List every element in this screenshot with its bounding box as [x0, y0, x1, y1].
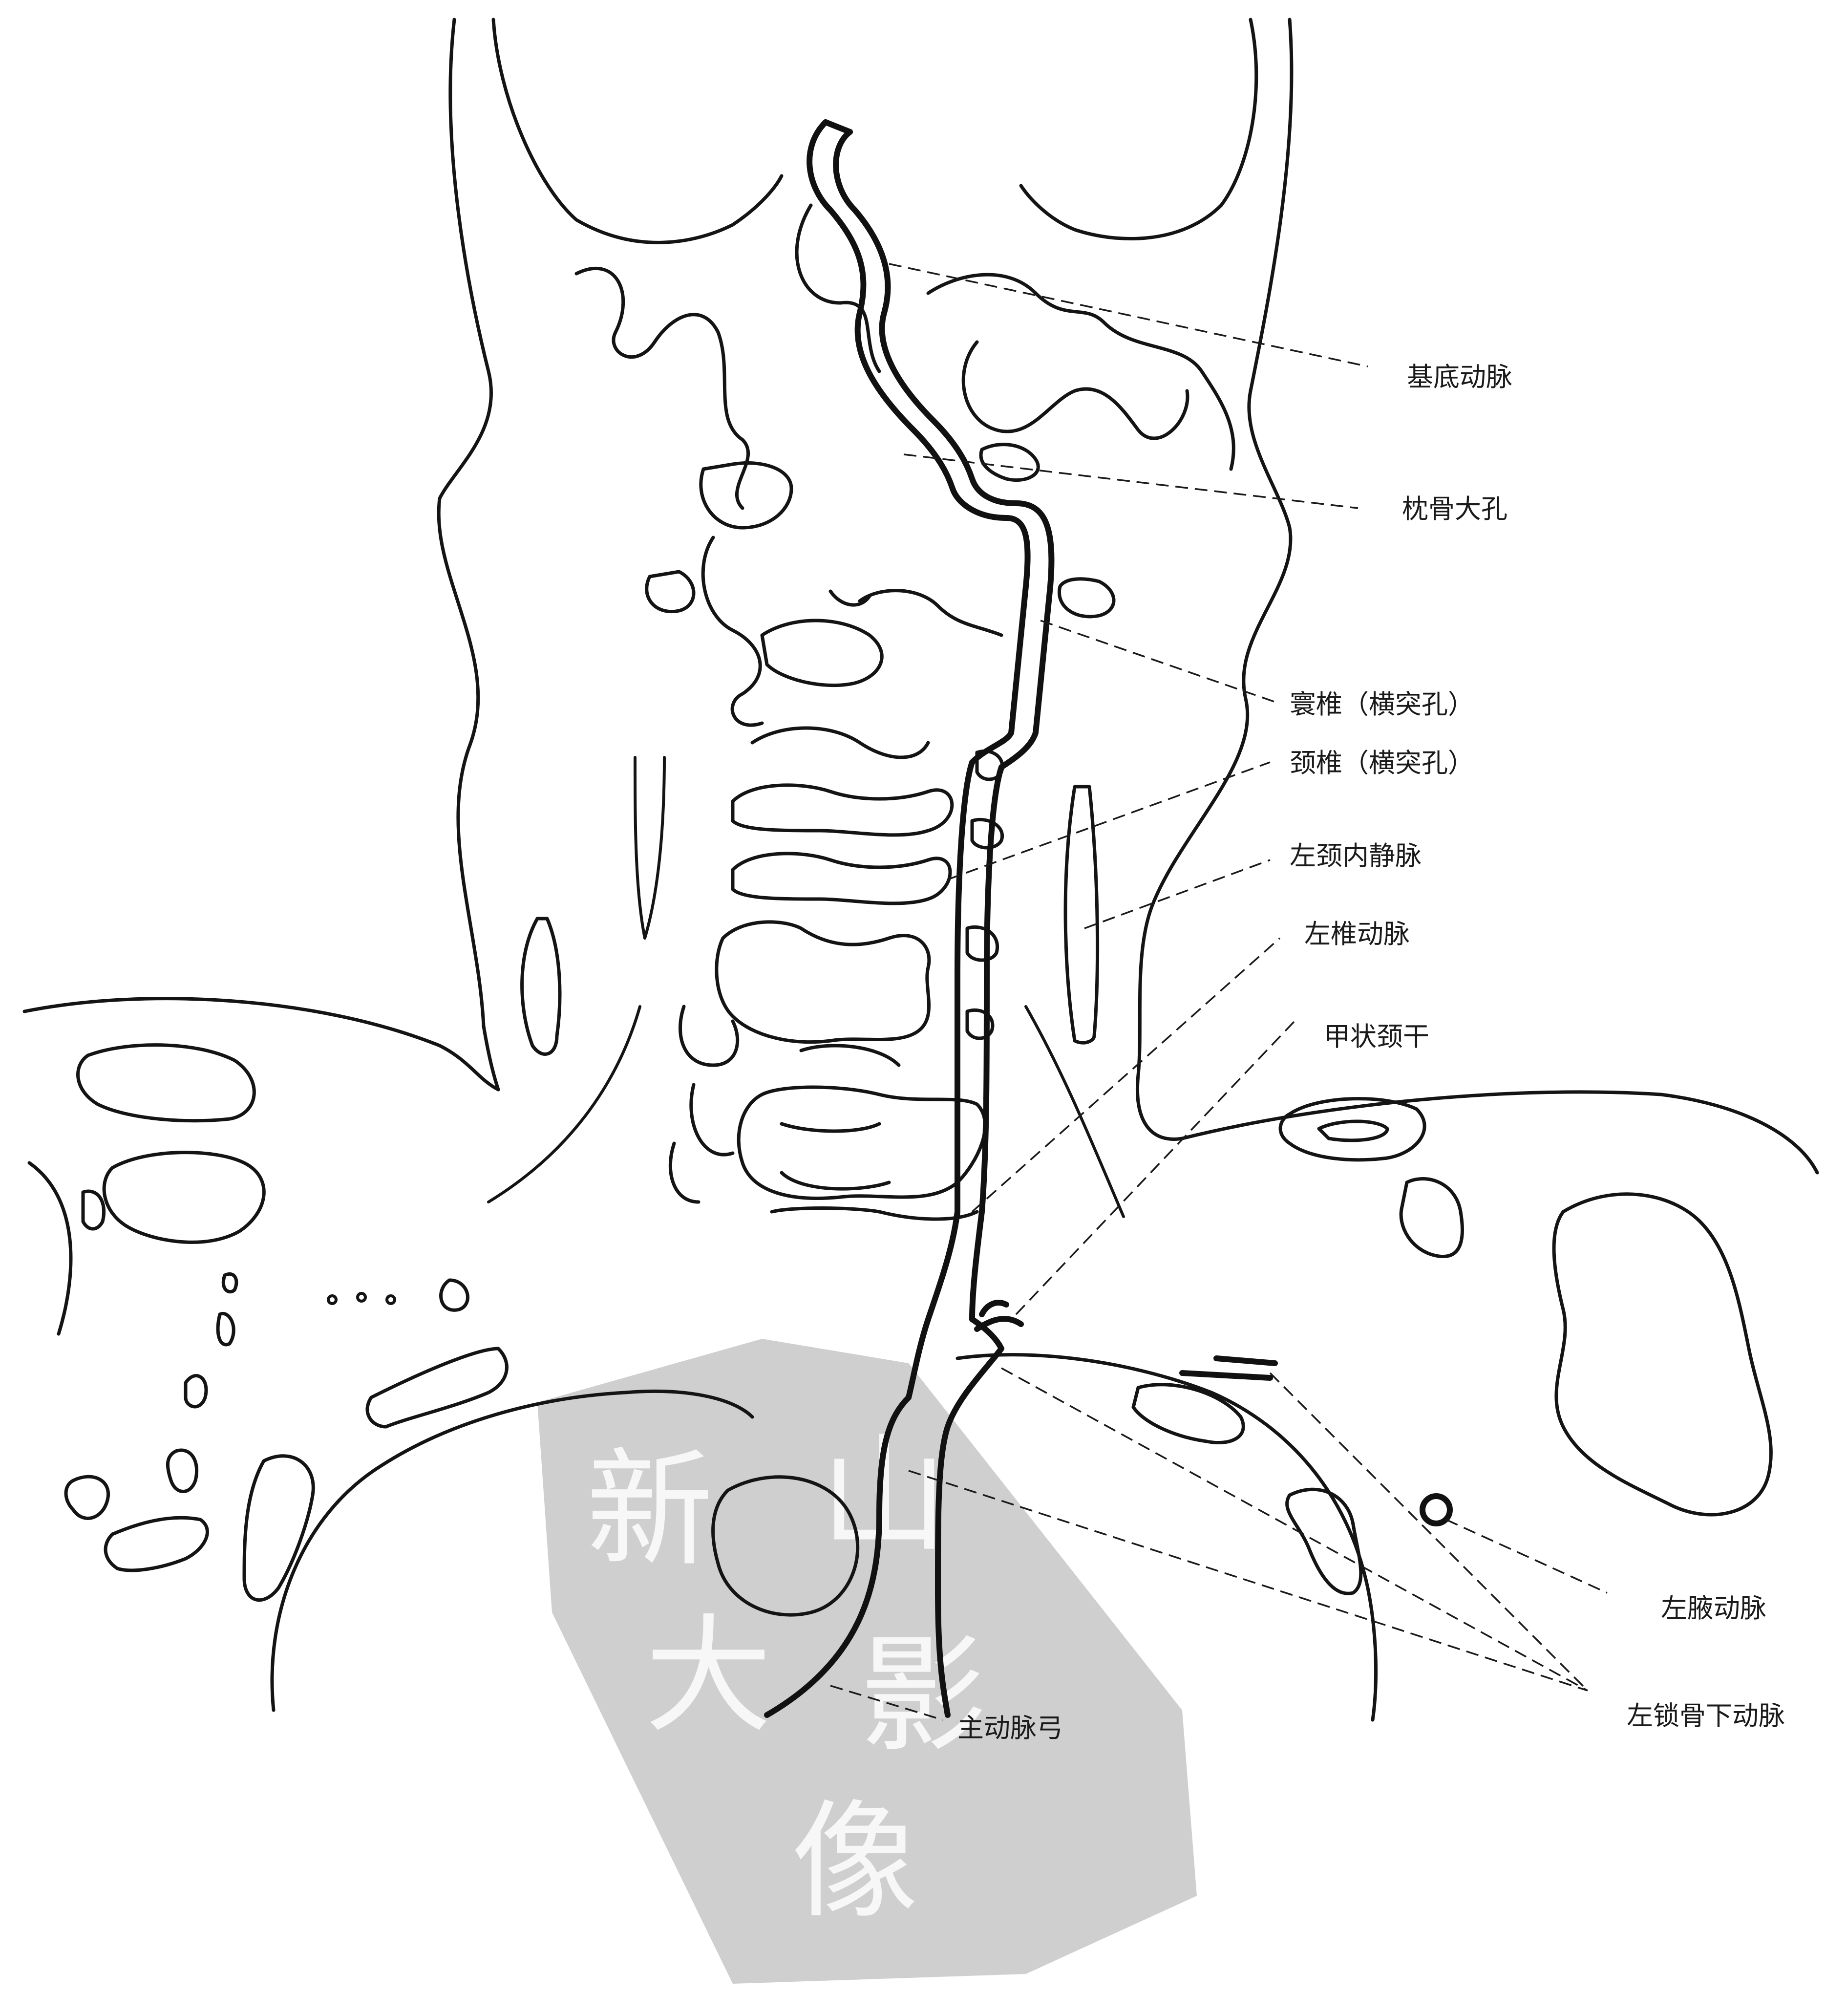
watermark-seal: 新 大 山 影 像 [537, 1339, 1197, 1984]
anatomy-labels: 基底动脉 枕骨大孔 寰椎（横突孔） 颈椎（横突孔） 左颈内静脉 左椎动脉 甲状颈… [957, 362, 1785, 1743]
skull-outline [439, 20, 1292, 1139]
cervical-vertebrae [647, 445, 1114, 1219]
watermark-char-0: 新 [586, 1437, 713, 1584]
label-aortic-arch: 主动脉弓 [957, 1713, 1063, 1743]
label-thyrocervical-trunk: 甲状颈干 [1324, 1021, 1429, 1052]
label-left-subclavian-artery: 左锁骨下动脉 [1627, 1700, 1785, 1731]
neck-soft-tissue [488, 757, 1124, 1217]
label-left-internal-jugular-vein: 左颈内静脉 [1290, 840, 1422, 871]
label-left-vertebral-artery: 左椎动脉 [1304, 919, 1410, 949]
label-foramen-magnum: 枕骨大孔 [1402, 493, 1507, 524]
label-atlas-transverse-foramen: 寰椎（横突孔） [1290, 689, 1474, 720]
watermark-char-4: 像 [791, 1788, 918, 1936]
label-basilar-artery: 基底动脉 [1407, 362, 1512, 392]
label-left-axillary-artery: 左腋动脉 [1661, 1593, 1766, 1624]
watermark-char-3: 影 [860, 1622, 987, 1770]
label-cervical-transverse-foramen: 颈椎（横突孔） [1290, 748, 1474, 778]
watermark-char-1: 大 [645, 1603, 772, 1750]
